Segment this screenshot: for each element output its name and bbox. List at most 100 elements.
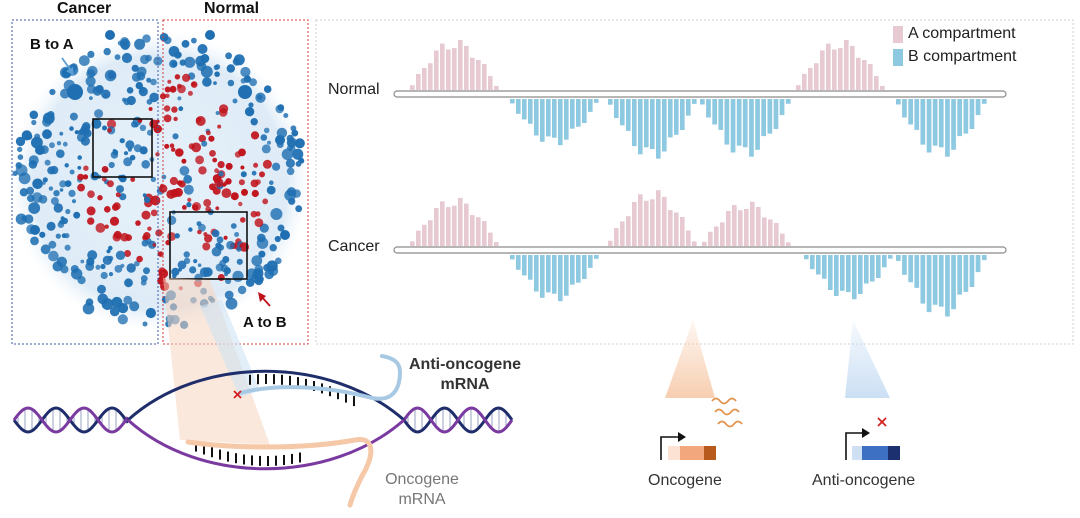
b-compartment-bar bbox=[896, 99, 901, 105]
chromatin-bead bbox=[56, 149, 65, 158]
b-compartment-bar bbox=[692, 99, 697, 104]
a-compartment-bar bbox=[464, 45, 469, 90]
chromatin-bead bbox=[64, 180, 72, 188]
b-compartment-bar bbox=[975, 255, 981, 273]
chromatin-bead bbox=[178, 180, 186, 188]
chromatin-bead bbox=[183, 251, 190, 258]
chromatin-bead bbox=[170, 188, 179, 198]
chromatin-bead bbox=[143, 232, 151, 240]
b-compartment-bar bbox=[570, 255, 575, 285]
chromatin-bead-large bbox=[35, 145, 45, 155]
a-compartment-bar bbox=[802, 73, 807, 90]
a-compartment-bar bbox=[626, 216, 631, 246]
chromatin-bead bbox=[26, 186, 35, 195]
b-compartment-bar bbox=[920, 255, 926, 304]
b-compartment-bar bbox=[957, 99, 962, 137]
b-compartment-bar bbox=[662, 99, 667, 152]
chromatin-bead bbox=[165, 93, 170, 99]
chromatin-bead bbox=[163, 36, 172, 45]
chromatin-bead bbox=[294, 138, 305, 149]
chromatin-bead bbox=[112, 149, 119, 156]
b-compartment-bar bbox=[963, 99, 969, 134]
chromatin-bead bbox=[104, 206, 111, 213]
dna-helix bbox=[12, 354, 514, 508]
chromatin-bead bbox=[53, 190, 60, 197]
a-to-b-arrow bbox=[258, 292, 271, 307]
chromatin-bead bbox=[182, 73, 191, 82]
chromatin-bead bbox=[150, 195, 161, 206]
a-compartment-bar bbox=[464, 203, 469, 246]
b-compartment-bar bbox=[816, 255, 821, 275]
b-compartment-bar bbox=[870, 255, 875, 282]
chromatin-bead bbox=[129, 301, 140, 312]
anti-oncogene-mrna-label: Anti-oncogene mRNA bbox=[396, 355, 534, 395]
a-compartment-bar bbox=[762, 217, 767, 246]
b-compartment-bar bbox=[576, 255, 581, 283]
legend-b-swatch bbox=[893, 49, 903, 66]
chromatin-bead bbox=[108, 161, 115, 169]
chromatin-bead bbox=[25, 132, 33, 140]
b-compartment-bar bbox=[558, 255, 563, 302]
chromatin-bead bbox=[140, 275, 148, 282]
chromatin-bead bbox=[262, 159, 272, 169]
anti-oncogene-label: Anti-oncogene bbox=[812, 472, 916, 489]
chromatin-bead bbox=[209, 183, 216, 191]
a-compartment-bar bbox=[440, 43, 445, 90]
chromatin-bead bbox=[19, 188, 29, 197]
nucleus-body bbox=[10, 32, 310, 332]
chromatin-bead bbox=[214, 71, 220, 77]
chromatin-bead bbox=[142, 193, 147, 198]
chromatin-bead-large bbox=[280, 230, 290, 240]
a-compartment-bar bbox=[796, 85, 801, 90]
chromatin-bead bbox=[65, 208, 71, 215]
b-compartment-bar bbox=[594, 255, 599, 259]
b-compartment-bar bbox=[822, 255, 827, 279]
b-compartment-bar bbox=[718, 99, 724, 130]
chromatin-bead bbox=[120, 232, 129, 242]
chromatin-bead bbox=[152, 243, 157, 247]
chromatin-bead bbox=[56, 141, 62, 146]
a-compartment-bar bbox=[440, 201, 445, 246]
a-compartment-bar bbox=[868, 64, 873, 90]
cancer-panel-title: Cancer bbox=[57, 0, 112, 17]
chromatin-bead bbox=[32, 178, 43, 190]
a-compartment-bar bbox=[692, 241, 697, 246]
chromatin-bead bbox=[78, 55, 90, 66]
chromatin-bead bbox=[174, 51, 182, 59]
legend-a-swatch bbox=[893, 26, 903, 43]
chromatin-bead bbox=[261, 144, 271, 154]
chromatin-bead bbox=[253, 162, 259, 168]
chromatin-bead bbox=[172, 133, 179, 140]
chromatin-bead bbox=[108, 255, 114, 261]
a-compartment-bar bbox=[874, 76, 879, 90]
chromatin-bead bbox=[101, 166, 109, 173]
chromatin-bead bbox=[103, 93, 108, 98]
chromatin-bead bbox=[131, 121, 138, 128]
chromatin-bead bbox=[164, 86, 171, 93]
chromatin-bead bbox=[217, 124, 222, 129]
chromatin-bead bbox=[225, 162, 233, 170]
chromatin-bead bbox=[97, 293, 109, 305]
chromatin-bead bbox=[175, 148, 184, 157]
b-compartment-bar bbox=[742, 99, 748, 148]
chromatin-bead bbox=[209, 150, 216, 157]
b-compartment-bar bbox=[749, 99, 754, 157]
track-label-normal: Normal bbox=[328, 81, 380, 98]
chromatin-bead bbox=[198, 134, 207, 143]
a-compartment-bar bbox=[458, 40, 463, 90]
chromatin-bead bbox=[95, 264, 101, 270]
chromatin-bead bbox=[250, 131, 260, 140]
b-compartment-bar bbox=[767, 99, 773, 134]
anti-oncogene-glyph bbox=[845, 417, 900, 460]
b-compartment-bar bbox=[510, 99, 515, 104]
a-compartment-bar bbox=[680, 217, 685, 246]
a-compartment-bar bbox=[862, 60, 867, 90]
chromatin-bead bbox=[187, 90, 193, 96]
chromatin-bead bbox=[145, 307, 156, 319]
chromatin-bead bbox=[125, 140, 135, 150]
oncogene-glyph bbox=[660, 397, 743, 460]
a-compartment-bar bbox=[750, 201, 755, 246]
b-compartment-bar bbox=[957, 255, 962, 295]
chromatin-bead bbox=[275, 257, 282, 265]
